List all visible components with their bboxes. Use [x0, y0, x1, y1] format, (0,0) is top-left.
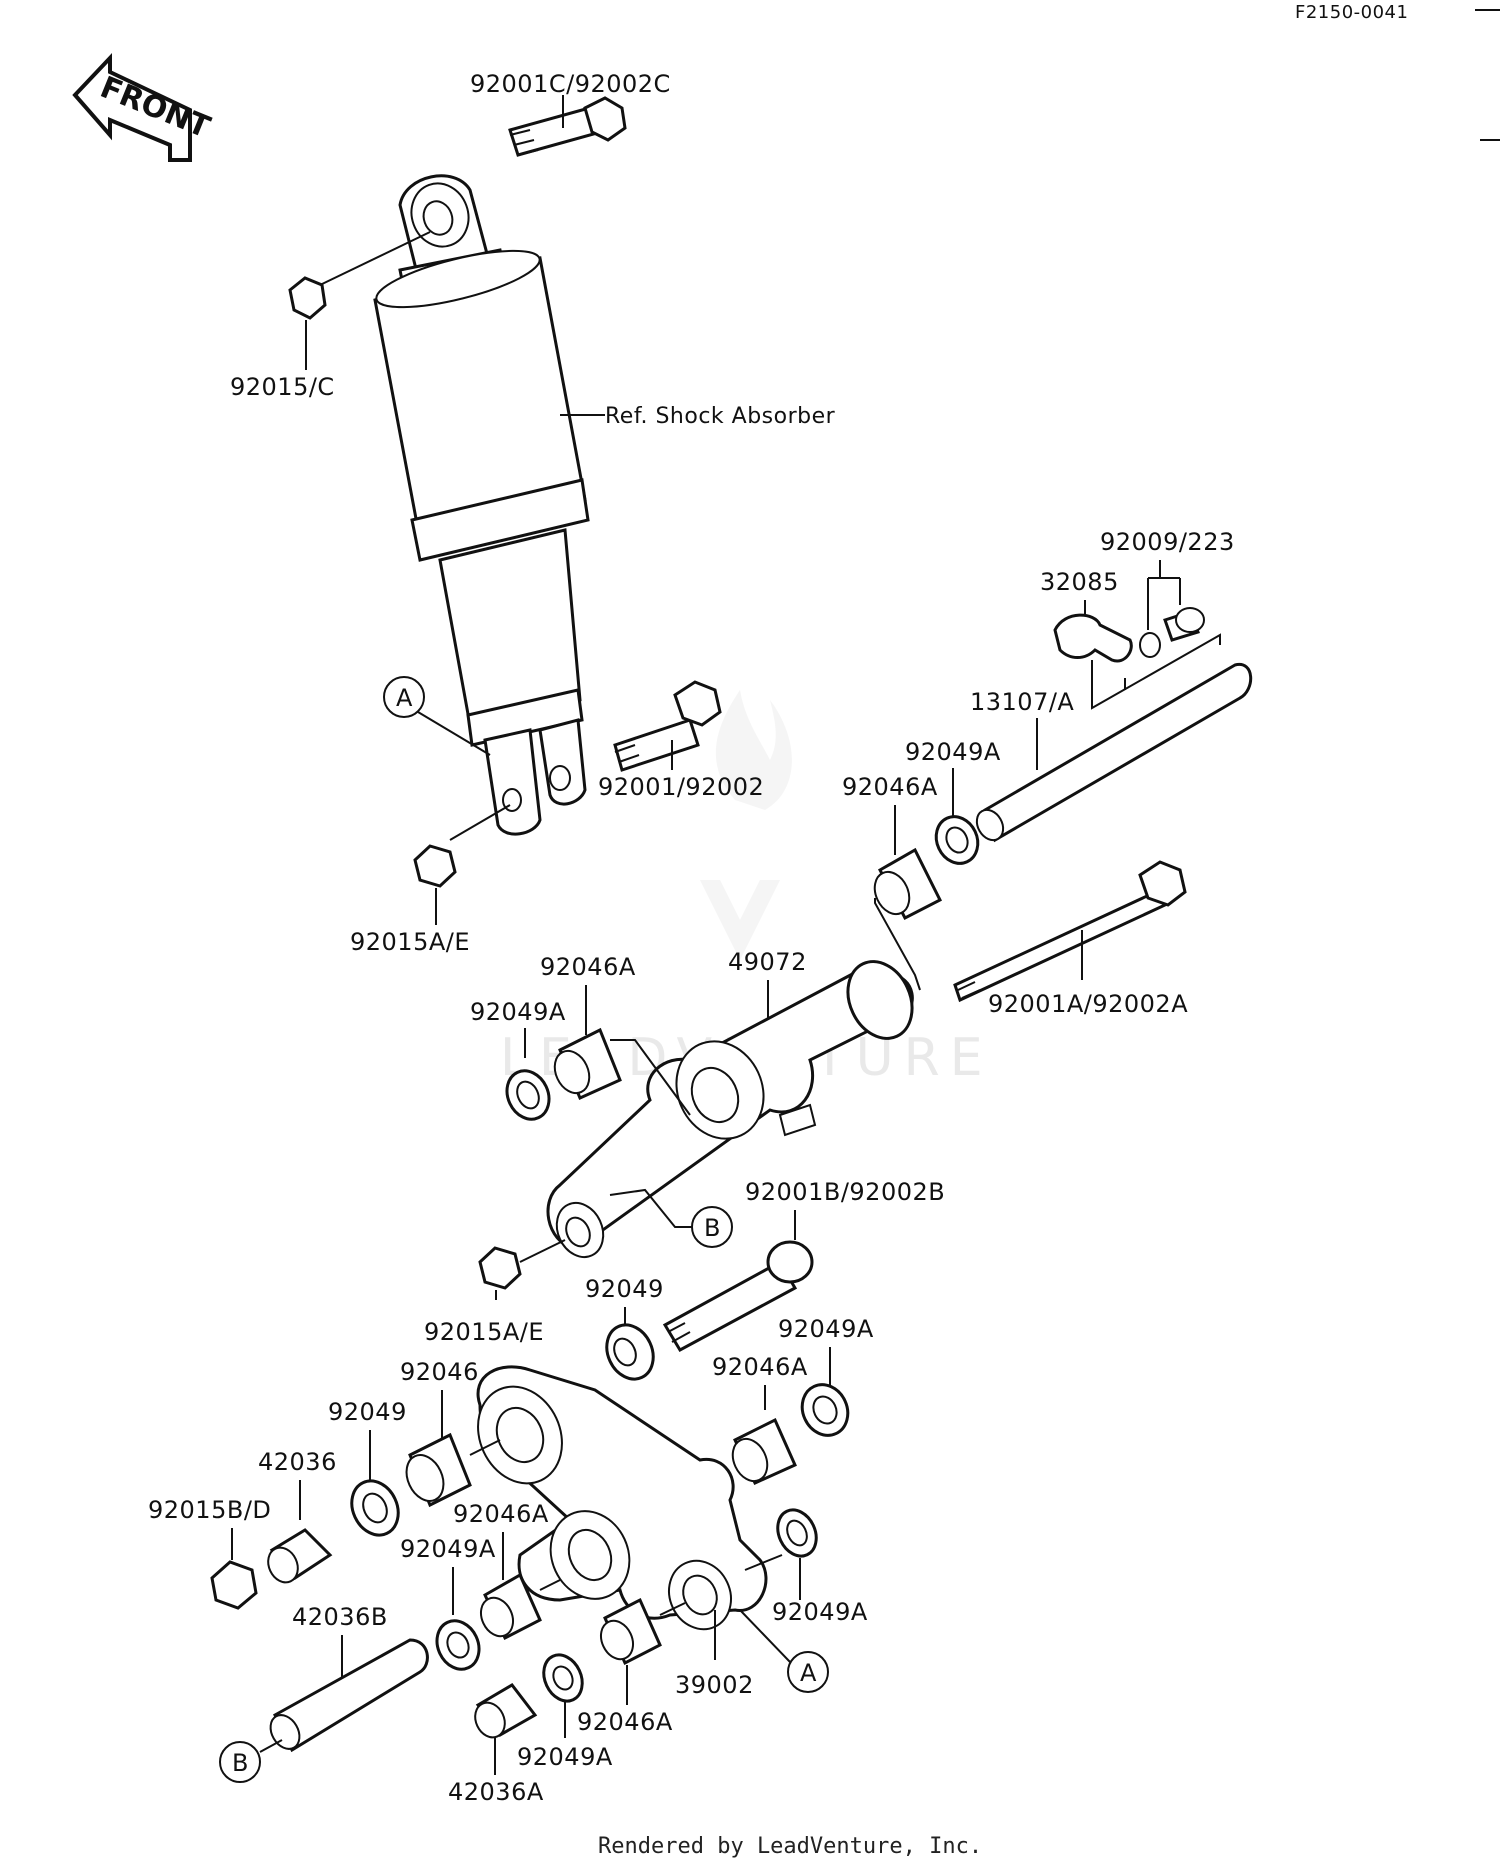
leader-a-top	[417, 711, 491, 756]
label-92049-2: 92049	[328, 1398, 407, 1426]
nut-92015a-2	[478, 1246, 522, 1290]
label-49072: 49072	[728, 948, 807, 976]
axis-line-92049a-5	[744, 1554, 783, 1571]
nut-92015b	[210, 1560, 258, 1610]
callout-a-top	[383, 676, 425, 718]
label-92015c: 92015/C	[230, 373, 335, 401]
label-92046a-3: 92046A	[712, 1353, 808, 1381]
shock-absorber	[373, 174, 590, 836]
label-92046a-2: 92046A	[540, 953, 636, 981]
label-92015a-e-1: 92015A/E	[350, 928, 470, 956]
label-92049a-6: 92049A	[517, 1743, 613, 1771]
label-92009-223: 92009/223	[1100, 528, 1235, 556]
label-92015b-d: 92015B/D	[148, 1496, 271, 1524]
bolt-92001b	[662, 1240, 814, 1353]
axis-line-lower	[449, 804, 511, 841]
label-92046a-1: 92046A	[842, 773, 938, 801]
label-13107-a: 13107/A	[970, 688, 1074, 716]
label-42036a: 42036A	[448, 1778, 544, 1806]
screw-92009	[1163, 607, 1205, 642]
label-32085: 32085	[1040, 568, 1119, 596]
axis-line-92046a-4	[539, 1579, 561, 1591]
axis-line-92046	[469, 1439, 501, 1456]
bearing-92046a-5	[599, 1597, 662, 1666]
label-92049-1: 92049	[585, 1275, 664, 1303]
footer-text: Rendered by LeadVenture, Inc.	[598, 1834, 982, 1859]
leader-b-mid	[609, 1188, 692, 1228]
callout-b-bottom-text: B	[232, 1749, 249, 1777]
label-42036: 42036	[258, 1448, 337, 1476]
label-92046a-5: 92046A	[577, 1708, 673, 1736]
callout-a-bottom-text: A	[800, 1659, 817, 1687]
bearing-92046a-1	[873, 847, 943, 921]
leader-b-bottom	[259, 1739, 283, 1753]
callout-a-bottom	[787, 1651, 829, 1693]
label-92001-92002: 92001/92002	[598, 773, 764, 801]
axis-line-92046a-2	[610, 1039, 691, 1116]
washer-92049-1-hole	[613, 1337, 637, 1367]
label-92049a-3: 92049A	[778, 1315, 874, 1343]
axis-line-92046a-5	[659, 1602, 686, 1616]
bolt-92001	[613, 680, 722, 772]
front-arrow-icon: FRONT	[72, 52, 215, 162]
washer-92049a-3-hole	[812, 1395, 838, 1425]
collar-42036a	[474, 1683, 538, 1739]
label-92049a-1: 92049A	[905, 738, 1001, 766]
label-42036b: 42036B	[292, 1603, 388, 1631]
label-92049a-2: 92049A	[470, 998, 566, 1026]
washer-92009	[1139, 632, 1161, 658]
label-92049a-4: 92049A	[400, 1535, 496, 1563]
label-92001a-92002a: 92001A/92002A	[988, 990, 1188, 1018]
bearing-92046a-3	[731, 1417, 797, 1485]
leader-a-bottom	[739, 1609, 791, 1663]
collar-42036b	[269, 1638, 429, 1753]
label-92015a-e-2: 92015A/E	[424, 1318, 544, 1346]
label-92049a-5: 92049A	[772, 1598, 868, 1626]
nut-92015a-1	[413, 844, 457, 888]
callout-b-mid-text: B	[704, 1214, 721, 1242]
nut-92015c	[288, 276, 327, 320]
bolt-92001c	[508, 96, 627, 157]
axis-line-nut-2	[519, 1239, 566, 1263]
washer-92049a-6-hole	[552, 1665, 574, 1691]
washer-92049a-1-hole	[945, 826, 969, 854]
diagram-code: F2150-0041	[1295, 2, 1408, 23]
rocker-arm-49072	[546, 960, 914, 1259]
washer-92049a-4-hole	[446, 1631, 470, 1659]
bearing-92046a-2	[553, 1027, 622, 1101]
label-92046: 92046	[400, 1358, 479, 1386]
callout-a-top-text: A	[396, 684, 413, 712]
watermark-logo	[700, 690, 792, 960]
clamp-32085	[1053, 613, 1133, 663]
washer-92049a-5-hole	[786, 1519, 808, 1547]
label-92001c-92002c: 92001C/92002C	[470, 70, 671, 98]
callout-b-bottom	[219, 1741, 261, 1783]
bearing-92046a-4	[479, 1572, 542, 1641]
bracket-13107	[1091, 633, 1221, 710]
axis-line-92046a-1	[874, 898, 921, 991]
label-ref-shock: Ref. Shock Absorber	[605, 404, 836, 429]
label-92001b-92002b: 92001B/92002B	[745, 1178, 945, 1206]
bearing-92046	[405, 1432, 472, 1508]
label-39002: 39002	[675, 1671, 754, 1699]
label-92046a-4: 92046A	[453, 1500, 549, 1528]
collar-42036	[267, 1528, 333, 1584]
washer-92049a-2-hole	[516, 1080, 540, 1110]
washer-92049-2-hole	[362, 1492, 388, 1524]
axis-line-top	[319, 231, 431, 286]
bolt-92001a	[953, 860, 1187, 1003]
pipe-13107	[975, 663, 1253, 843]
